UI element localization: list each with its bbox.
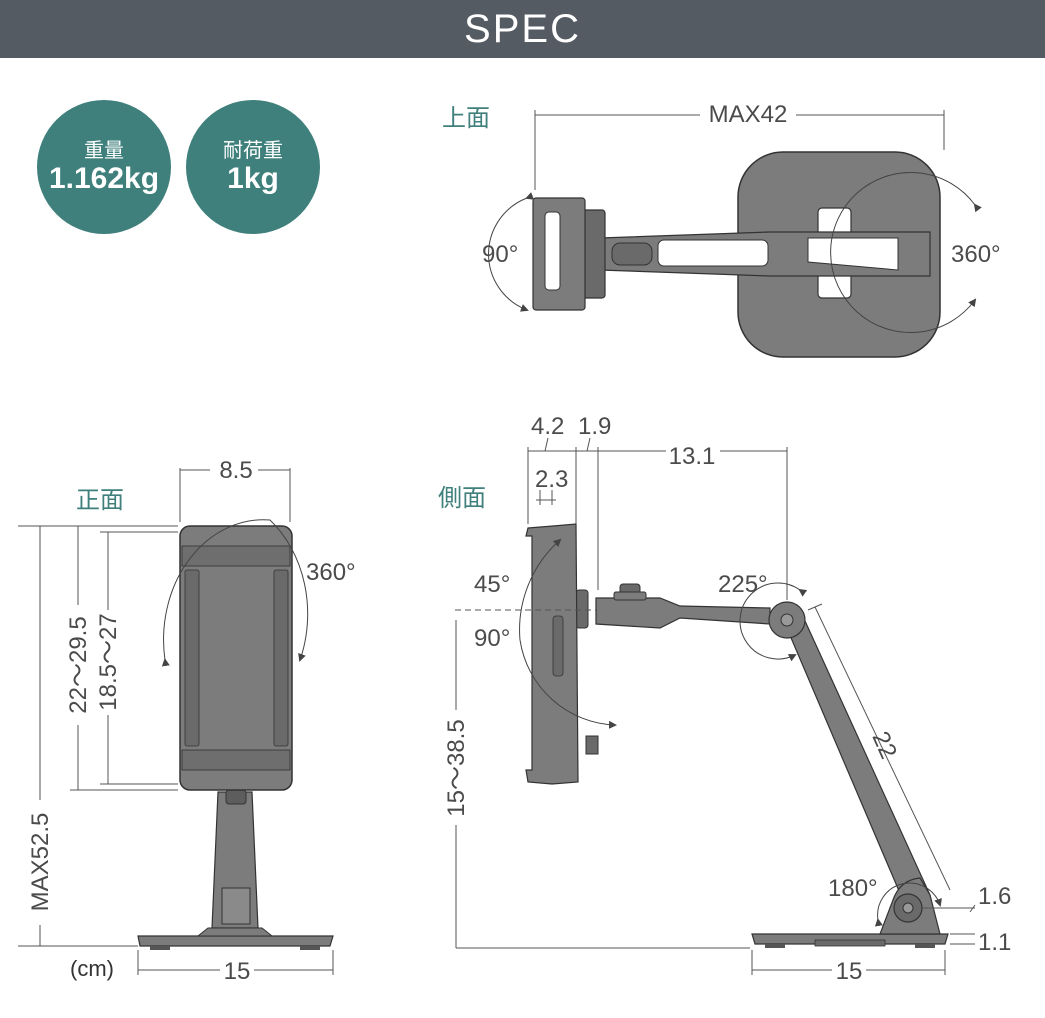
load-capacity-label: 耐荷重: [223, 140, 283, 162]
side-height-range: 15〜38.5: [443, 719, 470, 816]
side-base-height: 1.1: [978, 929, 1011, 956]
side-base-joint-angle: 180°: [828, 875, 878, 902]
top-tilt-angle: 90°: [482, 241, 518, 268]
top-arm-slot: [657, 239, 769, 267]
front-max-height: MAX52.5: [27, 813, 54, 912]
front-base-width: 15: [224, 958, 251, 985]
front-view-drawing: 8.5 360° 22〜29.5 18.5〜27 MAX52.5 15: [18, 457, 356, 985]
load-capacity-value: 1kg: [227, 162, 279, 195]
side-view-drawing: 4.2 1.9 13.1 2.3 45° 90° 225° 22 15〜38.5…: [443, 413, 1011, 985]
weight-value: 1.162kg: [48, 162, 160, 195]
side-joint-height: 1.6: [978, 883, 1011, 910]
side-arm-length: 22: [867, 727, 903, 762]
front-grip-range: 18.5〜27: [95, 613, 122, 710]
front-holder-range: 22〜29.5: [65, 616, 92, 713]
side-lower-arm: [779, 609, 931, 906]
weight-label: 重量: [84, 140, 124, 162]
units-label: (cm): [70, 956, 114, 981]
side-dim-13-1: 13.1: [669, 443, 716, 470]
front-rotation-angle: 360°: [306, 559, 356, 586]
side-elbow-angle: 225°: [718, 571, 768, 598]
side-dim-1-9: 1.9: [578, 413, 611, 440]
page-title: SPEC: [464, 7, 581, 51]
side-tilt-up-angle: 45°: [474, 571, 510, 598]
top-width-dim: MAX42: [709, 101, 788, 128]
top-rotation-angle: 360°: [951, 241, 1001, 268]
side-dim-4-2: 4.2: [531, 413, 564, 440]
side-dim-2-3: 2.3: [535, 466, 568, 493]
load-capacity-badge: 耐荷重 1kg: [186, 100, 320, 234]
front-base: [137, 935, 334, 947]
front-view-label: 正面: [76, 487, 124, 514]
side-tilt-down-angle: 90°: [474, 625, 510, 652]
top-view-label: 上面: [442, 105, 490, 132]
top-view-drawing: MAX42 90° 360°: [482, 101, 1001, 358]
side-holder: [525, 523, 579, 785]
weight-badge: 重量 1.162kg: [37, 100, 171, 234]
side-upper-arm: [595, 597, 771, 629]
spec-header: SPEC: [0, 0, 1045, 58]
front-width-dim: 8.5: [219, 457, 252, 484]
side-view-label: 側面: [438, 485, 486, 512]
side-base-width: 15: [836, 958, 863, 985]
